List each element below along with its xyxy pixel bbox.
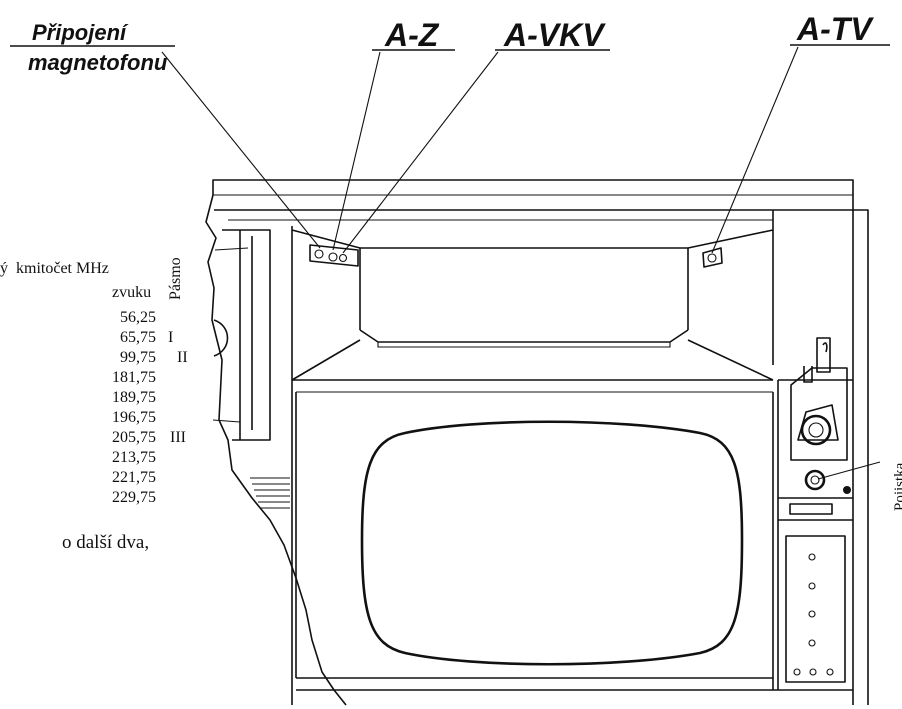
- table-header-sound: zvuku: [112, 284, 151, 301]
- callout-magnetofonu: magnetofonu: [28, 50, 168, 75]
- freq-value: 65,75: [120, 329, 156, 346]
- callout-pojistka: Pojistka: [892, 462, 902, 511]
- avkv-socket-icon: [338, 253, 348, 263]
- freq-value: 221,75: [112, 469, 156, 486]
- band-label: I: [168, 329, 173, 346]
- table-header-prefix: ý: [0, 260, 8, 277]
- table-header-freq: kmitočet MHz: [16, 260, 109, 277]
- body-text-fragment: o další dva,: [62, 532, 149, 553]
- callouts: Připojení magnetofonu A-Z A-VKV A-TV Poj…: [10, 11, 902, 511]
- tape-and-antenna-sockets: [309, 244, 359, 267]
- band-label: II: [177, 349, 188, 366]
- hole-icon: [808, 582, 816, 590]
- tv-cabinet: [205, 179, 869, 706]
- hole-icon: [808, 553, 816, 561]
- tape-socket-icon: [314, 249, 324, 259]
- freq-value: 189,75: [112, 389, 156, 406]
- callout-pripojeni: Připojení: [32, 20, 129, 45]
- freq-value: 213,75: [112, 449, 156, 466]
- crt-screen: [360, 420, 744, 666]
- fuse-icon: [804, 469, 826, 491]
- band-label: III: [170, 429, 186, 446]
- control-column: [789, 337, 851, 676]
- freq-value: 181,75: [112, 369, 156, 386]
- hole-icon: [826, 668, 834, 676]
- indicator-icon: [843, 486, 851, 494]
- callout-az: A-Z: [384, 17, 440, 53]
- hole-icon: [808, 610, 816, 618]
- cabinet-cut-edge: [205, 194, 347, 706]
- freq-value: 196,75: [112, 409, 156, 426]
- callout-avkv: A-VKV: [503, 17, 606, 53]
- table-header-band: Pásmo: [167, 257, 184, 300]
- hole-icon: [808, 639, 816, 647]
- freq-value: 229,75: [112, 489, 156, 506]
- freq-value: 56,25: [120, 309, 156, 326]
- side-panel-fragment: [212, 229, 290, 509]
- az-socket-icon: [328, 252, 338, 262]
- callout-atv: A-TV: [796, 11, 874, 47]
- frequency-table: ý kmitočet MHz zvuku Pásmo 56,25 65,75 9…: [0, 257, 188, 506]
- hole-icon: [809, 668, 817, 676]
- frequency-column: 56,25 65,75 99,75 181,75 189,75 196,75 2…: [112, 309, 156, 506]
- atv-socket: [702, 247, 723, 268]
- rear-panel-holes: [793, 553, 834, 676]
- freq-value: 99,75: [120, 349, 156, 366]
- hole-icon: [793, 668, 801, 676]
- freq-value: 205,75: [112, 429, 156, 446]
- atv-socket-icon: [707, 253, 717, 263]
- selector-knob-icon: [800, 414, 832, 446]
- vent-grille: [250, 477, 290, 509]
